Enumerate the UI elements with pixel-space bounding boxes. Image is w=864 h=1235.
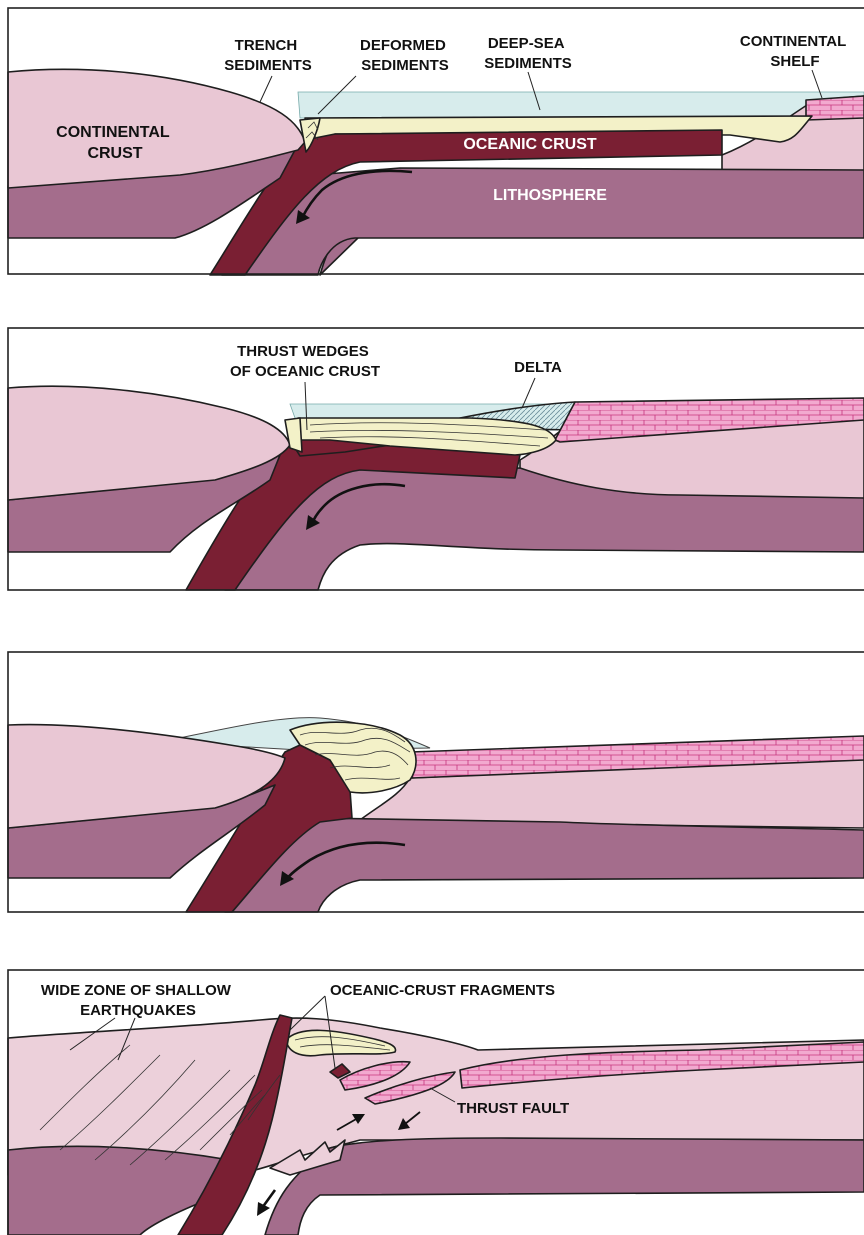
continental-shelf-label: CONTINENTAL SHELF [740,33,850,70]
lithosphere-lower-plate [225,818,864,912]
lithosphere-label: LITHOSPHERE [493,187,607,204]
trench-sediments-label: TRENCH SEDIMENTS [224,37,312,74]
deep-sea-sediments-label: DEEP-SEA SEDIMENTS [484,35,572,72]
panel-4: WIDE ZONE OF SHALLOW EARTHQUAKES OCEANIC… [8,970,864,1235]
thrust-wedges-label: THRUST WEDGES OF OCEANIC CRUST [230,343,380,380]
trench-sediments-leader [260,76,272,102]
wide-zone-label: WIDE ZONE OF SHALLOW EARTHQUAKES [41,982,235,1019]
deformed-sediments-label: DEFORMED SEDIMENTS [360,37,450,74]
oceanic-crust-fragments-label: OCEANIC-CRUST FRAGMENTS [330,982,555,999]
panel-1: TRENCH SEDIMENTS DEFORMED SEDIMENTS DEEP… [8,8,864,275]
panel-2: THRUST WEDGES OF OCEANIC CRUST DELTA [8,328,864,590]
oceanic-crust-label: OCEANIC CRUST [463,136,597,153]
thrust-fault-label: THRUST FAULT [457,1100,569,1117]
continental-shelf-layer [806,96,864,120]
panel-3 [8,652,864,912]
lithosphere-lower-plate [265,1138,864,1235]
delta-label: DELTA [514,359,562,376]
delta-leader [522,378,535,408]
sea-water [298,92,864,118]
